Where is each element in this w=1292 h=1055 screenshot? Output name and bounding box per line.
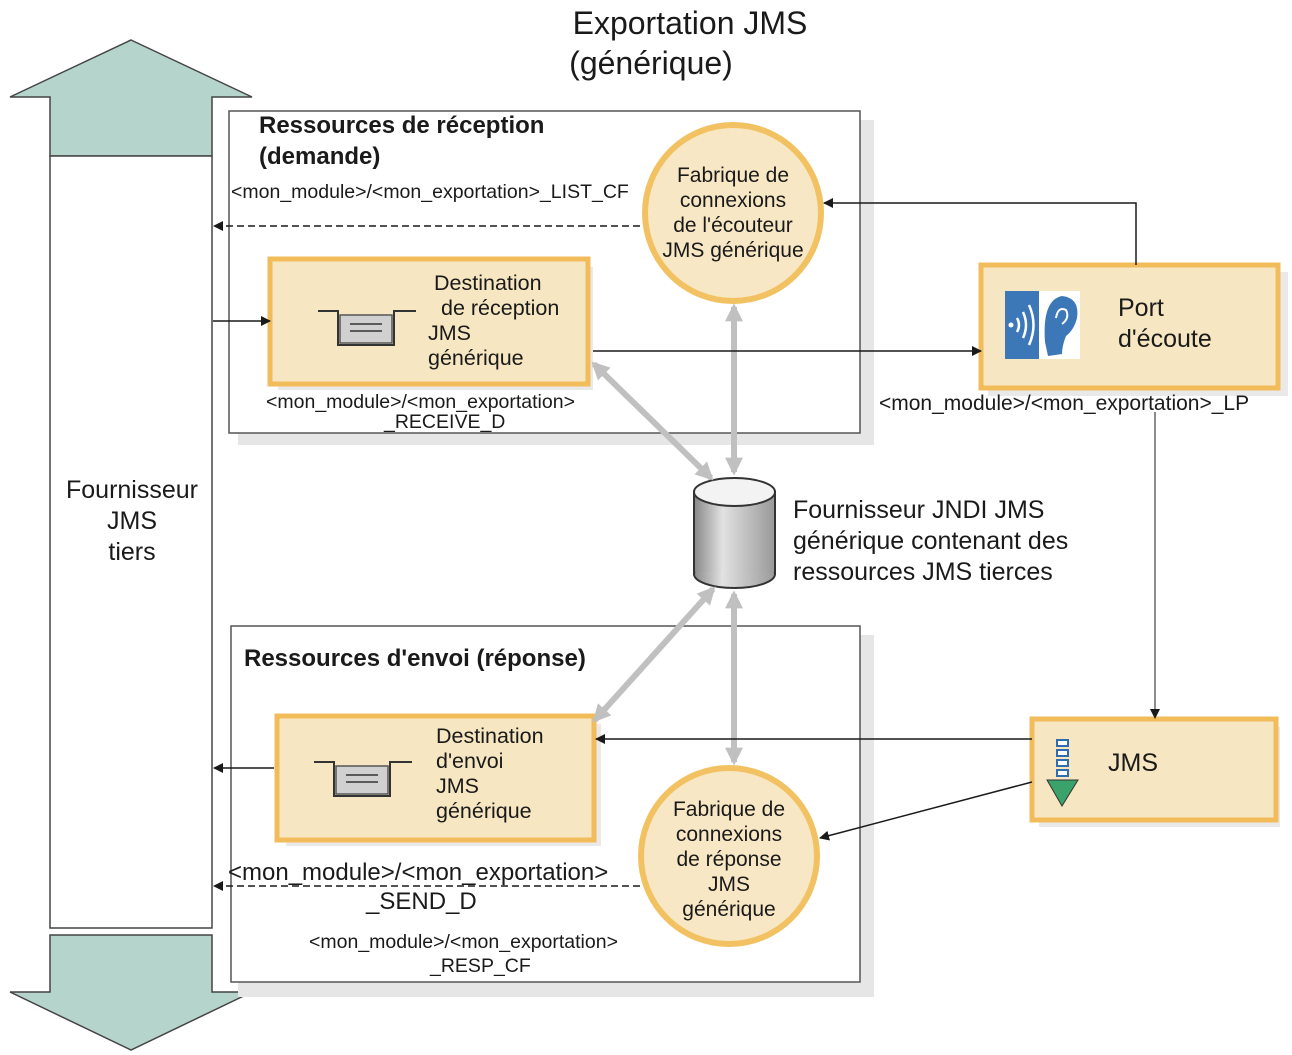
send-cf-name-line-1: <mon_module>/<mon_exportation> (309, 931, 618, 953)
jndi-label-line-2: générique contenant des (793, 527, 1068, 555)
send-cf-name-line-2: _RESP_CF (429, 955, 531, 977)
queue-icon (314, 761, 412, 797)
arrow-jndi-send-dest (592, 586, 716, 723)
jndi-lookup-arrows (591, 303, 743, 766)
send-destination-label-line-2: d'envoi (436, 749, 503, 773)
receive-cf-label-line-1: Fabrique de (677, 164, 789, 187)
jms-export-icon (1046, 739, 1079, 807)
receive-destination-name-line-2: _RECEIVE_D (383, 411, 505, 433)
jms-box-label: JMS (1108, 749, 1158, 777)
third-party-jms-provider: Fournisseur JMS tiers (9, 39, 253, 1051)
receive-destination-label-line-4: générique (428, 346, 524, 370)
send-cf-label-line-5: générique (682, 898, 775, 921)
send-section-title: Ressources d'envoi (réponse) (244, 645, 586, 672)
receive-resources-section: Ressources de réception (demande) <mon_m… (228, 110, 874, 445)
provider-label-line-3: tiers (108, 538, 155, 566)
receive-cf-name: <mon_module>/<mon_exportation>_LIST_CF (231, 181, 629, 203)
provider-label-line-2: JMS (107, 507, 157, 535)
receive-destination-label-line-1: Destination (434, 271, 542, 295)
send-resources-section: Ressources d'envoi (réponse) Destination… (228, 625, 874, 997)
provider-label-line-1: Fournisseur (66, 476, 198, 504)
database-cylinder-icon (693, 477, 776, 589)
provider-column (49, 155, 213, 929)
jndi-label-line-3: ressources JMS tierces (793, 558, 1053, 586)
receive-cf-label-line-4: JMS générique (662, 239, 803, 262)
send-destination-name-line-1: <mon_module>/<mon_exportation> (228, 859, 608, 886)
provider-arrow-up-head (9, 39, 253, 157)
receive-section-title-line-2: (demande) (259, 143, 380, 170)
send-cf-label-line-1: Fabrique de (673, 798, 785, 821)
listener-port-name: <mon_module>/<mon_exportation>_LP (879, 392, 1249, 415)
listener-port-label-line-2: d'écoute (1118, 325, 1212, 353)
ear-icon (1005, 291, 1080, 359)
send-destination-label-line-4: générique (436, 799, 532, 823)
send-cf-label-line-4: JMS (708, 873, 750, 896)
response-connection-factory-circle: Fabrique de connexions de réponse JMS gé… (638, 765, 820, 947)
receive-destination-name-line-1: <mon_module>/<mon_exportation> (266, 391, 575, 413)
flow-arrows (213, 198, 1160, 891)
arrow-listener-port-to-listener-cf (823, 198, 1137, 265)
diagram-title-line-2: (générique) (569, 45, 733, 81)
send-destination-box: Destination d'envoi JMS générique (274, 713, 601, 846)
listener-port-box: Port d'écoute (978, 262, 1288, 396)
provider-arrow-down-head (9, 934, 253, 1051)
send-destination-name-line-2: _SEND_D (365, 888, 477, 915)
arrow-jndi-receive-dest (591, 361, 714, 481)
receive-cf-label-line-2: connexions (680, 189, 786, 212)
send-cf-label-line-2: connexions (676, 823, 782, 846)
send-cf-label-line-3: de réponse (676, 848, 781, 871)
arrow-jms-to-response-cf (819, 781, 1033, 841)
receive-destination-box: Destination de réception JMS générique (267, 256, 593, 390)
receive-cf-label-line-3: de l'écouteur (673, 214, 793, 237)
receive-section-title-line-1: Ressources de réception (259, 112, 544, 139)
send-destination-label-line-3: JMS (436, 774, 479, 798)
receive-destination-label-line-3: JMS (428, 321, 471, 345)
receive-destination-label-line-2: de réception (441, 296, 559, 320)
listener-port-label-line-1: Port (1118, 294, 1164, 322)
send-destination-label-line-1: Destination (436, 724, 544, 748)
listener-connection-factory-circle: Fabrique de connexions de l'écouteur JMS… (642, 122, 824, 304)
queue-icon (318, 310, 416, 346)
jndi-label-line-1: Fournisseur JNDI JMS (793, 496, 1044, 524)
diagram-title-line-1: Exportation JMS (573, 5, 808, 41)
jms-export-box: JMS (1029, 716, 1280, 827)
